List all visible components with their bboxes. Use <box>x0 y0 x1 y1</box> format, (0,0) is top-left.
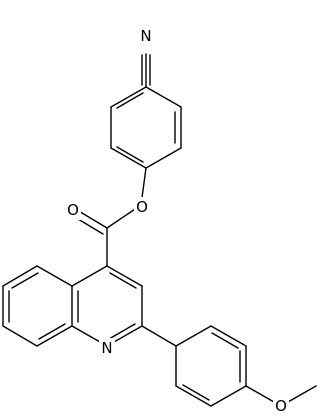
atom-label-methoxy-oxygen: O <box>273 396 289 416</box>
nitrile-nitrogen-label: N <box>140 27 151 45</box>
quinoline-pyridine-ring <box>71 265 143 347</box>
bond <box>145 147 182 169</box>
bond <box>210 325 247 347</box>
bond <box>141 325 177 347</box>
inner-double-bond <box>11 272 39 289</box>
inner-double-bond <box>116 146 144 163</box>
atom-label-quinoline-nitrogen: N <box>99 338 115 358</box>
carbonyl-oxygen-label: O <box>67 201 79 219</box>
quinoline-benzo-ring <box>2 265 73 347</box>
quinoline-nitrogen-label: N <box>101 339 112 357</box>
carbonyl-double-bond <box>76 209 108 229</box>
bond <box>36 265 73 287</box>
inner-double-bond <box>211 332 239 349</box>
atom-label-nitrile-nitrogen: N <box>138 26 154 46</box>
nitrile-group <box>141 53 151 88</box>
bond <box>175 385 212 407</box>
bond <box>2 325 38 347</box>
inner-double-bond <box>182 384 210 401</box>
bond <box>2 265 38 287</box>
inner-double-bond <box>116 92 144 109</box>
bond <box>175 325 212 347</box>
bond <box>106 265 143 287</box>
atom-label-carbonyl-oxygen: O <box>65 200 81 220</box>
bond <box>110 147 147 169</box>
bond <box>210 385 247 407</box>
atom-label-ester-oxygen: O <box>134 197 150 217</box>
ester-oxygen-label: O <box>136 198 148 216</box>
bond <box>71 265 108 287</box>
methoxyphenyl-group <box>141 325 317 407</box>
bond <box>36 325 73 347</box>
inner-double-bond <box>38 323 66 340</box>
inner-double-bond <box>108 323 136 340</box>
methoxy-oxygen-label: O <box>275 397 287 415</box>
bond <box>145 86 182 108</box>
cyanophenyl-ring <box>110 86 182 169</box>
inner-double-bond <box>109 272 137 289</box>
bond <box>110 86 147 108</box>
